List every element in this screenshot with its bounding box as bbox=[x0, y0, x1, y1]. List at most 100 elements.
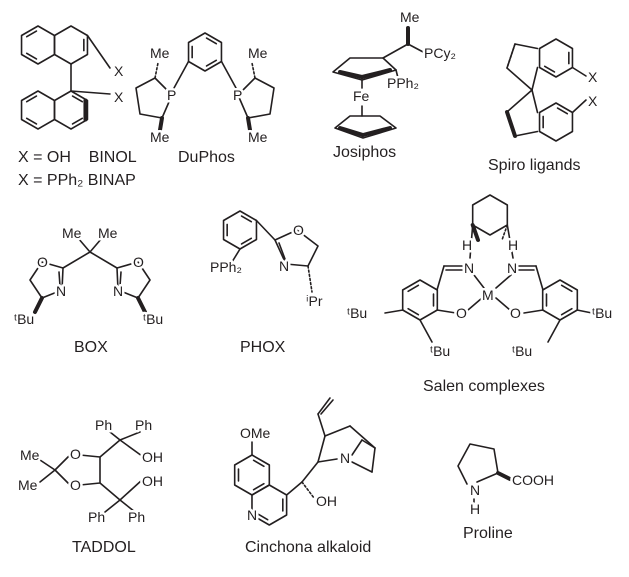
atom-label: H bbox=[470, 501, 480, 517]
taddol-caption: TADDOL bbox=[72, 539, 136, 556]
bond bbox=[407, 307, 420, 316]
bond bbox=[99, 439, 121, 458]
salen-structure: H H N N M O O ᵗBu ᵗBu ᵗBu ᵗBu Salen comp… bbox=[345, 235, 615, 396]
atom-label: Ph bbox=[95, 417, 112, 433]
bond bbox=[556, 107, 569, 115]
josiphos-structure: Fe PPh₂ Me PCy₂ Josiphos bbox=[333, 7, 458, 162]
binol-caption: X = OH BINOL bbox=[18, 149, 137, 166]
bond bbox=[251, 62, 256, 79]
bond bbox=[541, 279, 579, 321]
bond bbox=[231, 248, 241, 263]
bond bbox=[436, 265, 445, 291]
atom-label: Ph bbox=[88, 509, 105, 525]
bond bbox=[86, 34, 111, 69]
bond bbox=[119, 431, 141, 441]
proline-structure: N H COOH Proline bbox=[463, 470, 557, 543]
bond bbox=[371, 447, 376, 473]
cinchona-caption: Cinchona alkaloid bbox=[245, 539, 371, 556]
atom-label: PPh₂ bbox=[387, 75, 419, 91]
atom-label: PCy₂ bbox=[424, 45, 456, 61]
bond bbox=[531, 66, 539, 91]
bond bbox=[317, 413, 326, 437]
atom-label: Me bbox=[248, 129, 268, 145]
bond bbox=[240, 237, 253, 245]
josiphos-caption: Josiphos bbox=[333, 144, 396, 161]
bond bbox=[543, 65, 556, 73]
bond bbox=[109, 431, 121, 441]
atom-label: OH bbox=[316, 493, 337, 509]
salen-caption: Salen complexes bbox=[423, 378, 545, 395]
bond bbox=[320, 399, 334, 415]
bond bbox=[62, 251, 91, 269]
bond bbox=[538, 38, 574, 78]
bond bbox=[285, 481, 303, 496]
bond bbox=[360, 68, 392, 79]
bond bbox=[77, 237, 91, 253]
atom-label: ⁱPr bbox=[306, 293, 323, 309]
atom-label: Fe bbox=[353, 88, 370, 104]
bond bbox=[119, 439, 143, 457]
bond bbox=[89, 237, 103, 253]
bond bbox=[317, 435, 326, 463]
bond bbox=[361, 439, 376, 449]
atom-label: N bbox=[340, 450, 350, 466]
bond bbox=[240, 215, 253, 223]
bond bbox=[39, 469, 56, 483]
bond bbox=[278, 242, 286, 260]
atom-label: O bbox=[510, 305, 521, 321]
atom-label: Ph bbox=[135, 417, 152, 433]
atom-label: H bbox=[508, 237, 518, 253]
bond bbox=[222, 210, 258, 250]
bond bbox=[54, 454, 71, 471]
bond bbox=[89, 251, 118, 269]
bond bbox=[173, 60, 190, 89]
bond bbox=[538, 102, 574, 142]
bond bbox=[79, 454, 101, 486]
atom-label: OMe bbox=[240, 425, 271, 441]
atom-label: O bbox=[70, 446, 81, 462]
bond bbox=[506, 43, 516, 69]
bond bbox=[457, 443, 499, 485]
bond bbox=[58, 271, 61, 287]
atom-label: O bbox=[133, 254, 144, 270]
bond bbox=[71, 117, 84, 125]
atom-label: ᵗBu bbox=[512, 343, 532, 359]
bond bbox=[135, 77, 173, 119]
bond bbox=[317, 458, 338, 463]
bond bbox=[560, 284, 573, 293]
bond bbox=[473, 274, 485, 289]
bond bbox=[571, 99, 587, 114]
bond bbox=[501, 224, 509, 241]
atom-label: ᵗBu bbox=[430, 343, 450, 359]
bond bbox=[496, 471, 512, 481]
atom-label: Me bbox=[248, 45, 268, 61]
atom-label: N bbox=[56, 283, 66, 299]
bond bbox=[25, 30, 38, 38]
atom-label: Me bbox=[150, 45, 170, 61]
atom-label: M bbox=[482, 287, 494, 303]
atom-label: Ph bbox=[128, 509, 145, 525]
bond bbox=[251, 484, 288, 526]
bond bbox=[99, 482, 121, 501]
bond bbox=[495, 297, 511, 311]
atom-label: X bbox=[114, 63, 124, 79]
bond bbox=[361, 126, 392, 137]
bond bbox=[154, 62, 159, 79]
bond bbox=[205, 59, 218, 67]
bond bbox=[205, 37, 218, 45]
atom-label: N bbox=[279, 258, 289, 274]
atom-label: O bbox=[37, 254, 48, 270]
bond bbox=[25, 117, 38, 125]
bond bbox=[547, 319, 561, 343]
atom-label: O bbox=[293, 222, 304, 238]
proline-caption: Proline bbox=[463, 525, 513, 542]
bond bbox=[349, 425, 376, 449]
atom-label: N bbox=[507, 260, 517, 276]
bond bbox=[470, 223, 480, 242]
bond bbox=[53, 90, 89, 130]
atom-label: N bbox=[113, 283, 123, 299]
bond bbox=[317, 397, 331, 415]
atom-label: Me bbox=[98, 225, 118, 241]
